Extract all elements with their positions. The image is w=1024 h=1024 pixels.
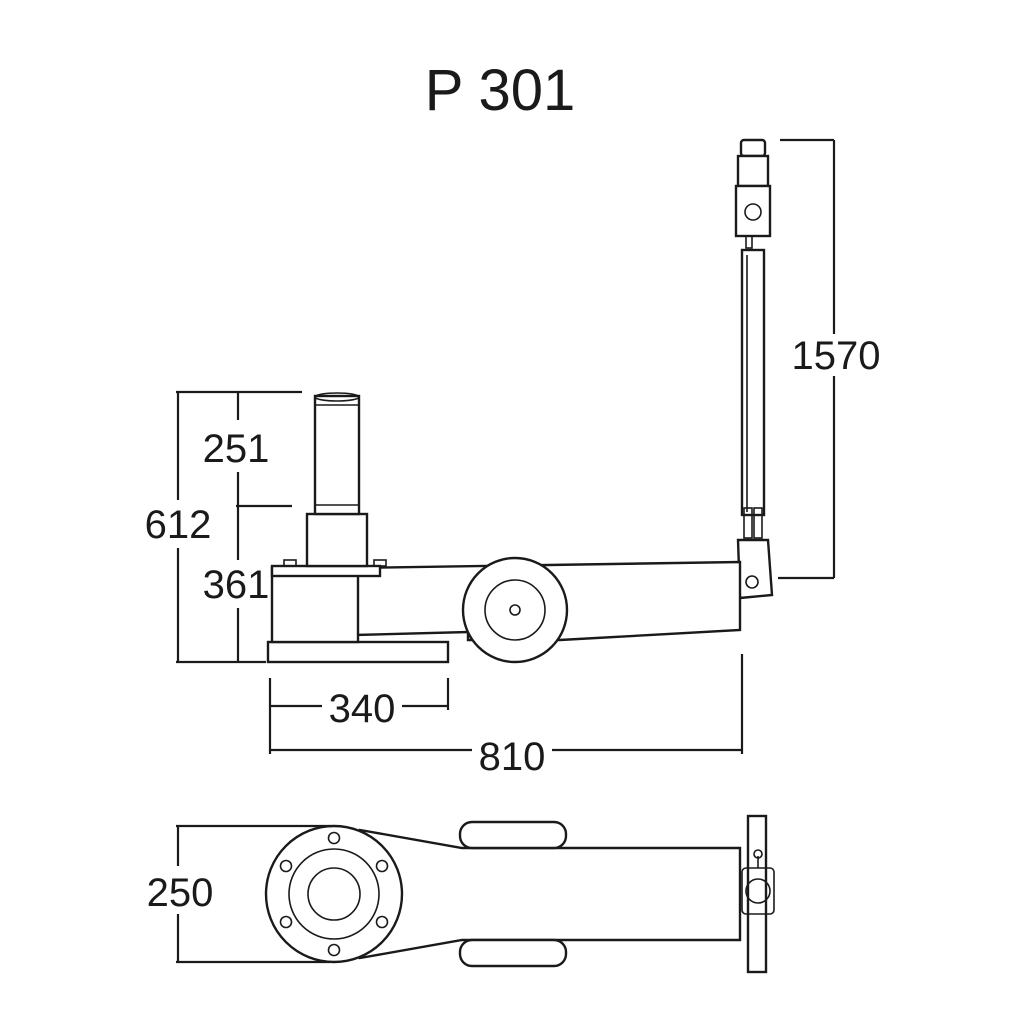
dim-base-length: 340: [268, 678, 450, 731]
cylinder-housing: [270, 566, 360, 644]
dim-handle-height: 1570: [778, 138, 881, 580]
top-view: 250: [147, 814, 775, 974]
dim-width: 250: [147, 824, 330, 964]
dim-base-height-label: 361: [203, 563, 270, 607]
dim-ram-stroke: 251: [203, 392, 292, 508]
base-plate: [266, 640, 450, 664]
dim-base-height: 361: [203, 506, 270, 662]
cylinder-neck: [305, 512, 369, 568]
drawing-title: P 301: [425, 58, 576, 123]
dim-width-label: 250: [147, 871, 214, 915]
side-view: 1570 612 251 361 340: [145, 138, 881, 779]
dim-overall-length-label: 810: [479, 735, 546, 779]
top-flange-disc: [264, 824, 404, 964]
dim-handle-height-label: 1570: [792, 334, 881, 378]
handle: [734, 138, 774, 600]
dim-base-length-label: 340: [329, 687, 396, 731]
dim-ram-stroke-label: 251: [203, 427, 270, 471]
top-flange: [270, 564, 382, 578]
dim-overall-length: 810: [268, 654, 744, 779]
side-wheel: [461, 556, 569, 664]
dim-total-height-label: 612: [145, 503, 212, 547]
ram: [313, 394, 361, 516]
top-wheel-upper: [458, 820, 568, 850]
top-handle-bar: [741, 814, 775, 974]
top-wheel-lower: [458, 938, 568, 968]
dim-total-height: 612: [145, 390, 302, 664]
